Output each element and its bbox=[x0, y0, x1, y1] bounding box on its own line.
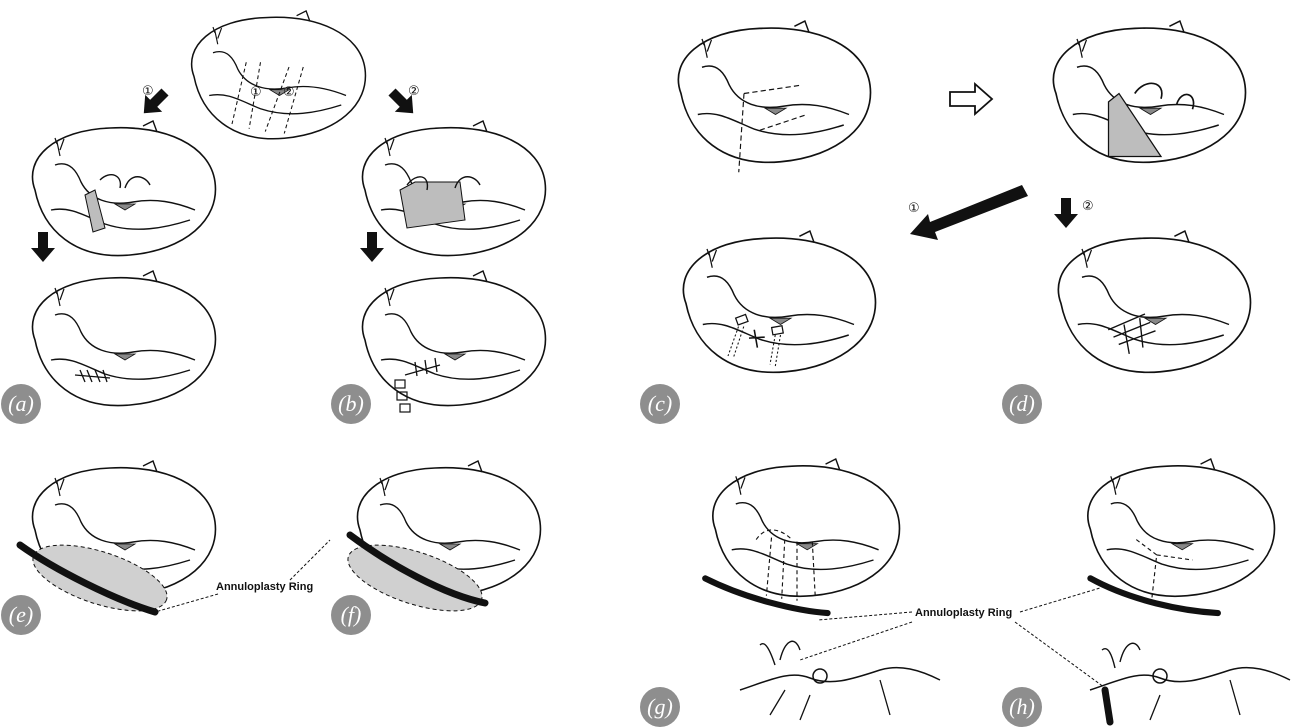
cross-section-h bbox=[1090, 643, 1290, 722]
pointer-to-h bbox=[1020, 588, 1100, 612]
svg-text:(f): (f) bbox=[341, 602, 362, 627]
svg-text:(c): (c) bbox=[648, 391, 672, 416]
arrow-a-down bbox=[31, 232, 55, 262]
arrow-to-d bbox=[1054, 198, 1078, 228]
step-mark-inner-1: ① bbox=[250, 85, 262, 100]
pointer-to-g-section bbox=[800, 622, 912, 660]
valve-f bbox=[340, 461, 540, 624]
panel-badge-b: (b) bbox=[331, 384, 371, 424]
svg-text:(b): (b) bbox=[338, 391, 364, 416]
svg-text:(h): (h) bbox=[1009, 694, 1035, 719]
valve-a-upper bbox=[32, 121, 215, 256]
pointer-to-f bbox=[290, 540, 330, 580]
svg-text:(e): (e) bbox=[9, 602, 33, 627]
panel-badge-f: (f) bbox=[331, 595, 371, 635]
panel-badge-g: (g) bbox=[640, 687, 680, 727]
pointer-to-h-section bbox=[1015, 622, 1108, 690]
svg-text:(a): (a) bbox=[8, 391, 34, 416]
step-mark-a: ① bbox=[142, 84, 154, 99]
cross-section-g bbox=[740, 641, 940, 720]
step-mark-b: ② bbox=[408, 84, 420, 99]
annotation-annuloplasty-ring-left: Annuloplasty Ring bbox=[216, 581, 313, 593]
valve-b-lower bbox=[362, 271, 545, 412]
arrow-to-c bbox=[910, 185, 1028, 240]
pointer-to-g bbox=[818, 612, 912, 620]
valve-d-lower bbox=[1058, 231, 1250, 372]
svg-text:(d): (d) bbox=[1009, 391, 1035, 416]
valve-h bbox=[1088, 459, 1275, 613]
valve-a-lower bbox=[32, 271, 215, 406]
valve-b-upper bbox=[362, 121, 545, 256]
valve-top-center bbox=[192, 11, 366, 139]
valve-c-lower bbox=[683, 231, 875, 372]
svg-text:(g): (g) bbox=[647, 694, 673, 719]
panel-badge-c: (c) bbox=[640, 384, 680, 424]
panel-badge-e: (e) bbox=[1, 595, 41, 635]
valve-g bbox=[705, 459, 899, 613]
valve-c-start bbox=[678, 21, 870, 172]
panel-badge-a: (a) bbox=[1, 384, 41, 424]
step-mark-inner-2: ② bbox=[283, 85, 295, 100]
panel-badge-h: (h) bbox=[1002, 687, 1042, 727]
valve-e bbox=[20, 461, 215, 624]
valve-c-mid bbox=[1053, 21, 1245, 162]
step-mark-c: ① bbox=[908, 201, 920, 216]
arrow-b-down bbox=[360, 232, 384, 262]
annotation-annuloplasty-ring-right: Annuloplasty Ring bbox=[915, 607, 1012, 619]
panel-badge-d: (d) bbox=[1002, 384, 1042, 424]
step-mark-d: ② bbox=[1082, 199, 1094, 214]
open-arrow-icon bbox=[950, 84, 992, 114]
